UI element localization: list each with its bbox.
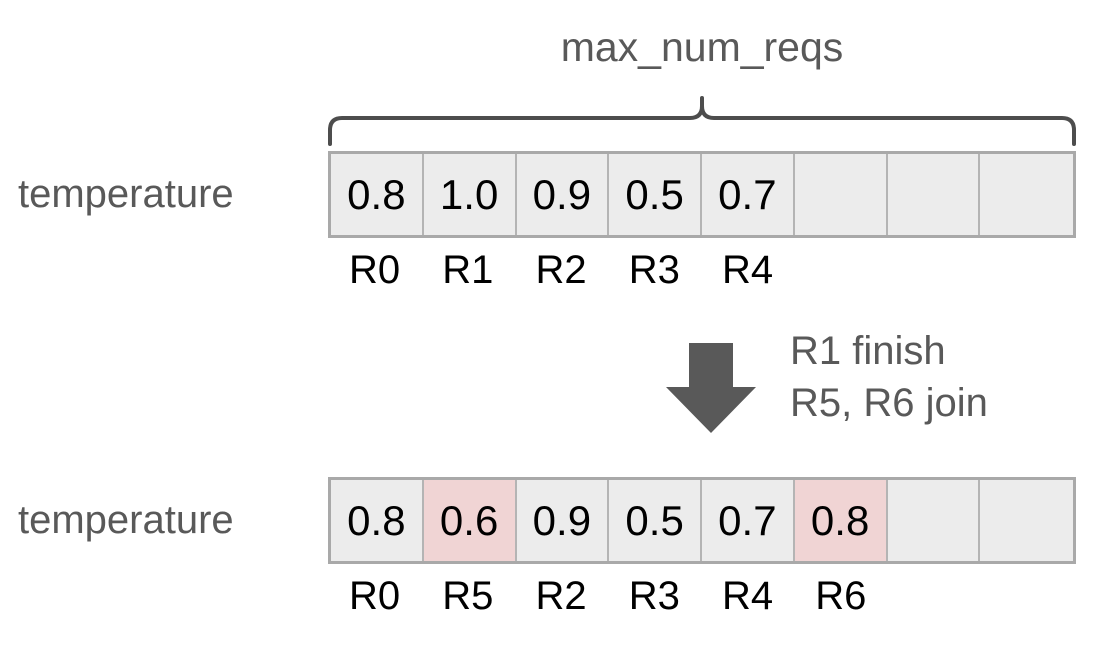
- cell-slot-5[interactable]: 0.8: [794, 480, 888, 561]
- request-tag-7: [981, 570, 1074, 622]
- request-tag-5: R6: [815, 574, 867, 618]
- request-tag-row-before: R0 R1 R2 R3 R4: [328, 244, 1076, 296]
- cell-slot-3[interactable]: 0.5: [609, 154, 702, 235]
- cell-slot-0[interactable]: 0.8: [331, 154, 424, 235]
- cell-slot-1[interactable]: 0.6: [423, 480, 517, 561]
- request-tag-0: R0: [349, 574, 401, 618]
- request-tag-6: [888, 570, 981, 622]
- cell-slot-0[interactable]: 0.8: [331, 480, 424, 561]
- request-tag-5: [794, 244, 887, 296]
- cell-slot-2[interactable]: 0.9: [516, 154, 610, 235]
- cell-slot-6[interactable]: [887, 480, 981, 561]
- row-label-temperature-after: temperature: [18, 498, 234, 542]
- request-tag-0: R0: [349, 248, 401, 292]
- request-tag-4: R4: [722, 574, 774, 618]
- cell-slot-4[interactable]: 0.7: [702, 480, 795, 561]
- page-title: max_num_reqs: [560, 24, 844, 70]
- transition-note-line-1: R1 finish: [790, 329, 946, 373]
- down-arrow: [664, 341, 758, 435]
- transition-note-line-2: R5, R6 join: [790, 381, 988, 425]
- cell-slot-4[interactable]: 0.7: [702, 154, 795, 235]
- cell-row-before: 0.8 1.0 0.9 0.5 0.7: [328, 151, 1076, 238]
- request-tag-2: R2: [535, 248, 587, 292]
- request-tag-4: R4: [722, 248, 774, 292]
- cell-slot-3[interactable]: 0.5: [609, 480, 702, 561]
- request-tag-7: [981, 244, 1074, 296]
- request-tag-1: R5: [442, 574, 494, 618]
- cell-slot-6[interactable]: [887, 154, 981, 235]
- cell-slot-7[interactable]: [980, 480, 1073, 561]
- cell-slot-7[interactable]: [980, 154, 1073, 235]
- request-tag-3: R3: [628, 248, 680, 292]
- request-tag-6: [888, 244, 981, 296]
- request-tag-3: R3: [628, 574, 680, 618]
- request-tag-1: R1: [442, 248, 494, 292]
- cell-row-after: 0.8 0.6 0.9 0.5 0.7 0.8: [328, 477, 1076, 564]
- down-arrow-icon: [666, 343, 756, 433]
- cell-slot-1[interactable]: 1.0: [423, 154, 517, 235]
- request-tag-row-after: R0 R5 R2 R3 R4 R6: [328, 570, 1076, 622]
- request-tag-2: R2: [535, 574, 587, 618]
- cell-slot-5[interactable]: [794, 154, 888, 235]
- transition-note: R1 finish R5, R6 join: [790, 325, 1090, 429]
- curly-brace-icon: [328, 96, 1076, 146]
- row-label-temperature-before: temperature: [18, 172, 234, 216]
- curly-brace: [326, 96, 1078, 146]
- cell-slot-2[interactable]: 0.9: [516, 480, 610, 561]
